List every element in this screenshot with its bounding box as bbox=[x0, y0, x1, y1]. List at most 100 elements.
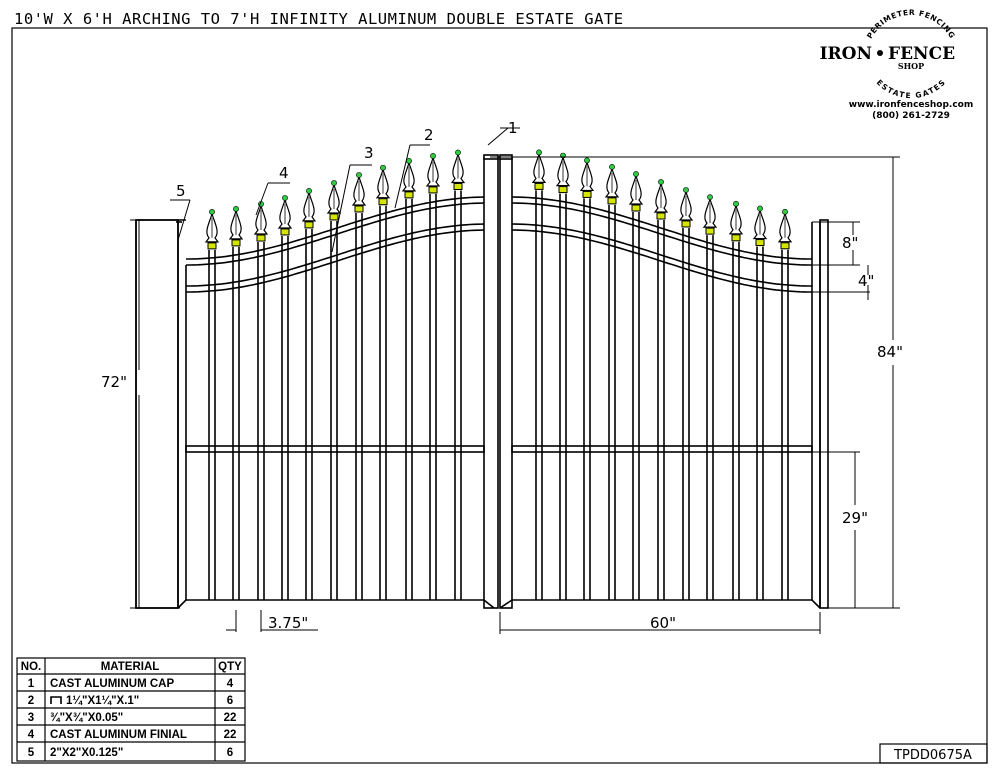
finial-collar bbox=[256, 234, 266, 242]
table-row-qty: 4 bbox=[227, 678, 234, 690]
finial-collar bbox=[404, 191, 414, 199]
dim-picket-spacing: 3.75" bbox=[268, 614, 308, 632]
table-row-material: CAST ALUMINUM CAP bbox=[50, 678, 174, 690]
finial-collar bbox=[755, 239, 765, 247]
finial bbox=[702, 194, 718, 235]
table-row-no: 3 bbox=[28, 712, 34, 724]
left-bottom-corner bbox=[177, 599, 187, 609]
finial-collar bbox=[453, 182, 463, 190]
callout-2: 2 bbox=[424, 126, 434, 144]
finial-tip bbox=[733, 200, 739, 207]
dim-leaf-width: 60" bbox=[650, 614, 676, 632]
logo-arc-bottom: ESTATE GATES bbox=[875, 78, 948, 100]
right-lower-arch-rail bbox=[511, 229, 812, 293]
finial-collar bbox=[378, 198, 388, 206]
leader-4 bbox=[255, 182, 269, 216]
finial-tip bbox=[233, 206, 239, 212]
finial bbox=[326, 180, 342, 221]
finial-collar bbox=[231, 239, 241, 247]
callout-3: 3 bbox=[364, 144, 374, 162]
right-upper-arch-rail-edge bbox=[511, 196, 812, 260]
table-row-no: 5 bbox=[28, 747, 35, 759]
dim-overall-height: 84" bbox=[877, 343, 903, 361]
finial bbox=[678, 187, 694, 228]
finial bbox=[628, 171, 644, 212]
finial bbox=[604, 163, 620, 205]
finial bbox=[425, 153, 441, 194]
logo-name-right: FENCE bbox=[888, 44, 955, 64]
finial-tip bbox=[209, 208, 215, 215]
left-middle-rail bbox=[185, 445, 485, 453]
logo-dot-icon bbox=[877, 50, 883, 56]
table-row-material: 2"X2"X0.125" bbox=[50, 747, 123, 759]
right-upper-arch-rail bbox=[511, 202, 812, 266]
logo-phone: (800) 261-2729 bbox=[872, 111, 950, 121]
finial-collar bbox=[681, 220, 691, 228]
channel-profile-icon bbox=[50, 696, 62, 704]
table-header-qty: QTY bbox=[218, 661, 242, 673]
finials bbox=[204, 149, 793, 250]
dim-rail-spacing: 29" bbox=[842, 509, 868, 527]
leader-3 bbox=[331, 164, 351, 253]
right-bottom-corner bbox=[499, 599, 513, 609]
finial-tip bbox=[356, 172, 362, 178]
logo-arc-top: PERIMETER FENCING bbox=[865, 8, 957, 40]
callout-1: 1 bbox=[508, 119, 518, 137]
finial-tip bbox=[757, 205, 763, 212]
dim-lower-spacing: 4" bbox=[858, 272, 874, 290]
finial-collar bbox=[656, 212, 666, 220]
table-row-no: 4 bbox=[28, 729, 35, 741]
finial-tip bbox=[782, 208, 788, 215]
finial-collar bbox=[631, 204, 641, 212]
finial bbox=[555, 152, 571, 194]
leader-2 bbox=[394, 144, 411, 209]
dim-upper-spacing: 8" bbox=[842, 234, 858, 252]
finial bbox=[752, 205, 768, 247]
dim-post-height: 72" bbox=[101, 373, 127, 391]
finial-collar bbox=[534, 182, 544, 190]
table-row-no: 2 bbox=[28, 695, 34, 707]
finial-collar bbox=[607, 197, 617, 205]
finial-tip bbox=[331, 180, 337, 186]
finial-tip bbox=[707, 194, 713, 201]
logo-name-left: IRON bbox=[820, 44, 872, 64]
finial-collar bbox=[207, 242, 217, 250]
table-row-material: 1¼"X1¼"X.1" bbox=[66, 695, 139, 707]
finial-tip bbox=[658, 179, 664, 185]
left-inner-stile bbox=[483, 157, 499, 609]
table-row-material: ¾"X¾"X0.05" bbox=[50, 712, 123, 724]
finial-tip bbox=[455, 149, 461, 156]
finial bbox=[579, 157, 595, 198]
leader-5 bbox=[177, 199, 191, 241]
finial-tip bbox=[306, 188, 312, 194]
right-middle-rail bbox=[511, 445, 813, 453]
callout-4: 4 bbox=[279, 164, 289, 182]
finial-collar bbox=[354, 205, 364, 213]
finial bbox=[351, 172, 367, 213]
table-row-qty: 22 bbox=[224, 729, 237, 741]
material-table: NO. MATERIAL QTY 1 CAST ALUMINUM CAP 4 2… bbox=[16, 657, 246, 762]
company-logo: PERIMETER FENCING IRON FENCE SHOP ESTATE… bbox=[820, 8, 974, 121]
drawing-number: TPDD0675A bbox=[893, 748, 972, 763]
finial bbox=[531, 149, 547, 190]
finial-collar bbox=[329, 213, 339, 221]
sheet-border bbox=[11, 27, 988, 764]
left-post-outline bbox=[135, 219, 179, 609]
finial-tip bbox=[633, 171, 639, 177]
callout-5: 5 bbox=[176, 182, 186, 200]
finial bbox=[204, 208, 220, 250]
right-post bbox=[819, 219, 829, 609]
logo-website: www.ironfenceshop.com bbox=[849, 100, 973, 110]
finial-tip bbox=[430, 153, 436, 159]
finial bbox=[301, 188, 317, 229]
left-bottom-rail bbox=[186, 599, 495, 609]
finial bbox=[401, 157, 417, 199]
right-lower-arch-rail-edge bbox=[511, 223, 812, 287]
finial bbox=[728, 200, 744, 242]
finial-collar bbox=[304, 221, 314, 229]
finial bbox=[228, 206, 244, 247]
drawing-number-box: TPDD0675A bbox=[879, 743, 988, 764]
finial-collar bbox=[558, 186, 568, 194]
